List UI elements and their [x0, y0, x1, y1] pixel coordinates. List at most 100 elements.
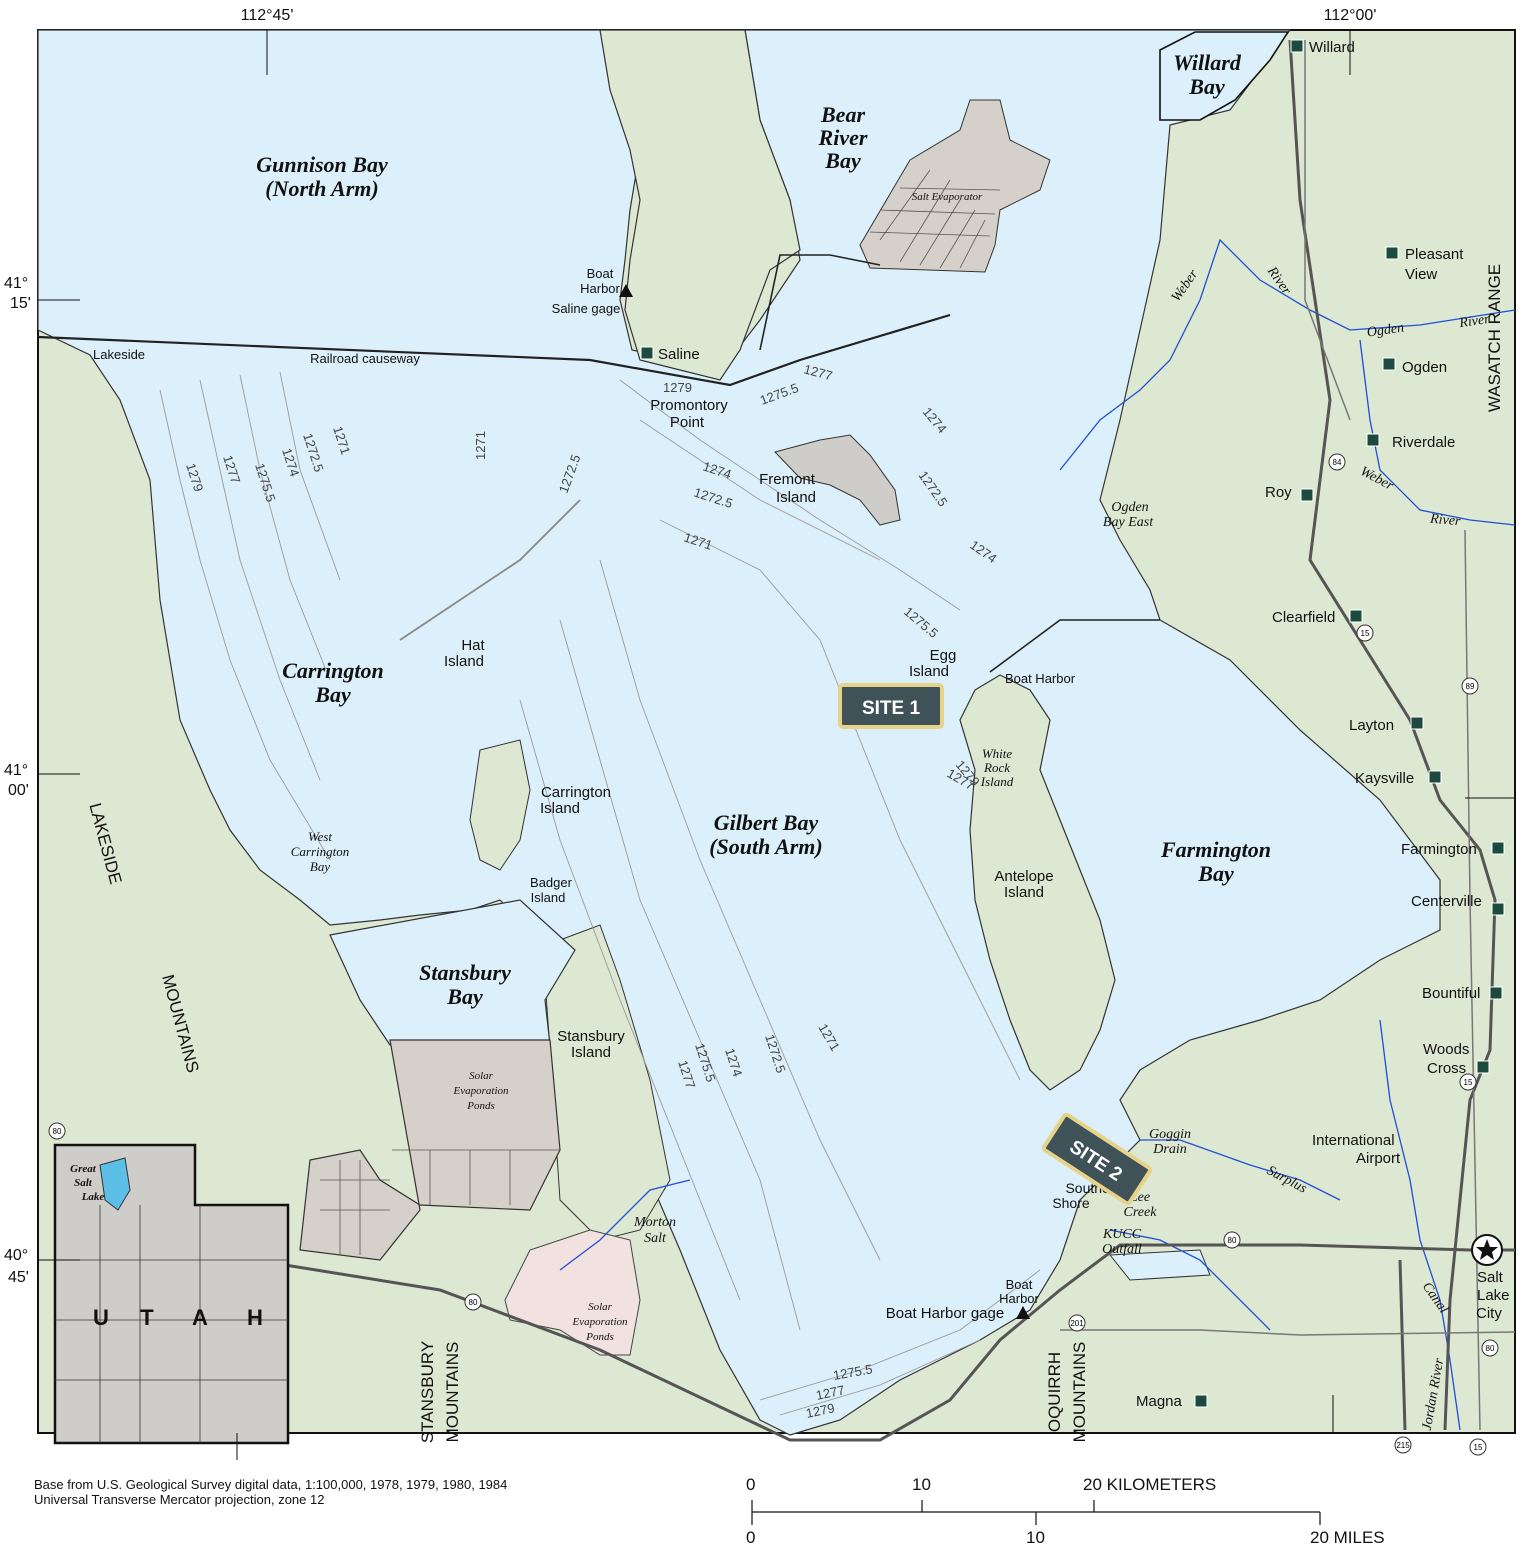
inset-gsl-label-3: Lake [81, 1191, 105, 1203]
svg-text:89: 89 [1466, 682, 1475, 691]
ogden-river-label-2: River [1457, 312, 1491, 331]
centerville-label: Centerville [1411, 893, 1482, 910]
kucc-outfall-label-2: Outfall [1102, 1242, 1142, 1257]
shield-i215: 215 [1394, 1436, 1412, 1454]
marker-woods-cross [1476, 1060, 1490, 1074]
lat-mid-deg: 41° [4, 762, 28, 779]
boat-harbor-s-label-2: Harbor [999, 1291, 1039, 1306]
inset-gsl-label-1: Great [70, 1163, 97, 1175]
marker-magna [1194, 1394, 1208, 1408]
graticule-ticks [38, 30, 1515, 1460]
svg-text:215: 215 [1396, 1441, 1410, 1450]
contour-label: 1275.5 [832, 1361, 874, 1383]
marker-centerville [1491, 902, 1505, 916]
promontory-peninsula [599, 29, 801, 381]
marker-pleasant-view [1385, 246, 1399, 260]
white-rock-label-2: Rock [983, 760, 1010, 775]
oquirrh-label-2: MOUNTAINS [1070, 1342, 1089, 1443]
source-line-1: Base from U.S. Geological Survey digital… [34, 1477, 508, 1492]
fremont-label-2: Island [776, 489, 816, 506]
shield-i15-n: 15 [1356, 624, 1374, 642]
ogden-label: Ogden [1402, 359, 1447, 376]
stansbury-bay-label-2: Bay [446, 984, 483, 1009]
site-1-label: SITE 1 [862, 698, 921, 719]
lat-north-deg: 41° [4, 275, 28, 292]
badger-island-label-2: Island [531, 890, 566, 905]
shield-i84: 84 [1328, 453, 1346, 471]
gilbert-bay-label: Gilbert Bay [714, 810, 819, 835]
utah-letter-a: A [192, 1305, 208, 1330]
slc-label-3: City [1476, 1305, 1502, 1322]
bear-river-bay-label-1: Bear [820, 102, 865, 127]
hat-island-label-2: Island [444, 653, 484, 670]
contour-label: 1277 [815, 1382, 846, 1403]
svg-text:80: 80 [1228, 1236, 1237, 1245]
riverdale-label: Riverdale [1392, 434, 1455, 451]
gage-markers [619, 284, 1030, 1319]
weber-s-label-2: River [1429, 512, 1462, 530]
willard-bay-water [1159, 31, 1290, 121]
scale-km-10: 10 [912, 1475, 931, 1494]
svg-text:80: 80 [53, 1127, 62, 1136]
railroad-causeway [37, 313, 951, 387]
svg-text:201: 201 [1070, 1319, 1084, 1328]
stansbury-bay-water [329, 899, 576, 1046]
source-line-2: Universal Transverse Mercator projection… [34, 1492, 325, 1507]
shield-i80-mid: 80 [464, 1293, 482, 1311]
layton-label: Layton [1349, 717, 1394, 734]
slc-label-1: Salt [1477, 1269, 1504, 1286]
bear-river-dike [759, 254, 881, 351]
antelope-label-1: Antelope [994, 868, 1053, 885]
contour-label: 1271 [473, 431, 488, 460]
willard-bay-label-1: Willard [1173, 50, 1242, 75]
marker-kaysville [1428, 770, 1442, 784]
causeway-label: Railroad causeway [310, 351, 420, 366]
west-carrington-label-2: Carrington [291, 844, 350, 859]
svg-text:15: 15 [1464, 1078, 1473, 1087]
svg-text:15: 15 [1474, 1443, 1483, 1452]
willard-bay-label-2: Bay [1188, 74, 1225, 99]
marker-clearfield [1349, 609, 1363, 623]
kucc-pond [1109, 1249, 1211, 1281]
white-rock-label-3: Island [980, 774, 1014, 789]
marker-willard [1290, 39, 1304, 53]
farmington-label: Farmington [1401, 841, 1477, 858]
marker-riverdale [1366, 433, 1380, 447]
inset-gsl-label-2: Salt [74, 1177, 93, 1189]
lakeside-label: Lakeside [93, 347, 145, 362]
gunnison-bay-label: Gunnison Bay [256, 152, 388, 177]
kucc-outfall-label-1: KUCC [1102, 1227, 1142, 1242]
place-labels: Willard Pleasant View Ogden Riverdale Ro… [93, 39, 1510, 1410]
slc-label-2: Lake [1477, 1287, 1510, 1304]
bountiful-label: Bountiful [1422, 985, 1480, 1002]
boat-harbor-gage-icon [1016, 1306, 1030, 1319]
south-arm-label: (South Arm) [709, 834, 823, 859]
lat-mid-min: 00' [8, 782, 29, 799]
willard-label: Willard [1309, 39, 1355, 56]
marker-ogden [1382, 357, 1396, 371]
airport-label-2: Airport [1356, 1150, 1401, 1167]
southeast-shore-label-2: Shore [1052, 1195, 1090, 1211]
bear-river-bay-label-2: River [818, 125, 868, 150]
carrington-island-label-1: Carrington [541, 784, 611, 801]
bay-labels: Gunnison Bay (North Arm) Bear River Bay … [256, 50, 1271, 1009]
marker-saline [640, 346, 654, 360]
north-arm-label: (North Arm) [265, 176, 378, 201]
clearfield-label: Clearfield [1272, 609, 1335, 626]
solar-2-label-c: Ponds [585, 1331, 614, 1343]
solar-1-label-a: Solar [469, 1070, 494, 1082]
salt-evaporator-label: Salt Evaporator [912, 191, 983, 203]
utah-letter-t: T [140, 1305, 154, 1330]
marker-bountiful [1489, 986, 1503, 1000]
stansbury-bay-label-1: Stansbury [419, 960, 511, 985]
badger-island-label-1: Badger [530, 875, 573, 890]
boat-harbor-gage-label: Boat Harbor gage [886, 1305, 1004, 1322]
scale-km-20: 20 KILOMETERS [1083, 1475, 1217, 1494]
kaysville-label: Kaysville [1355, 770, 1414, 787]
contour-label: 1277 [802, 361, 834, 383]
stansbury-island-label-2: Island [571, 1044, 611, 1061]
wasatch-label: WASATCH RANGE [1485, 264, 1504, 412]
svg-text:84: 84 [1333, 458, 1342, 467]
shield-i80-slc: 80 [1481, 1339, 1499, 1357]
